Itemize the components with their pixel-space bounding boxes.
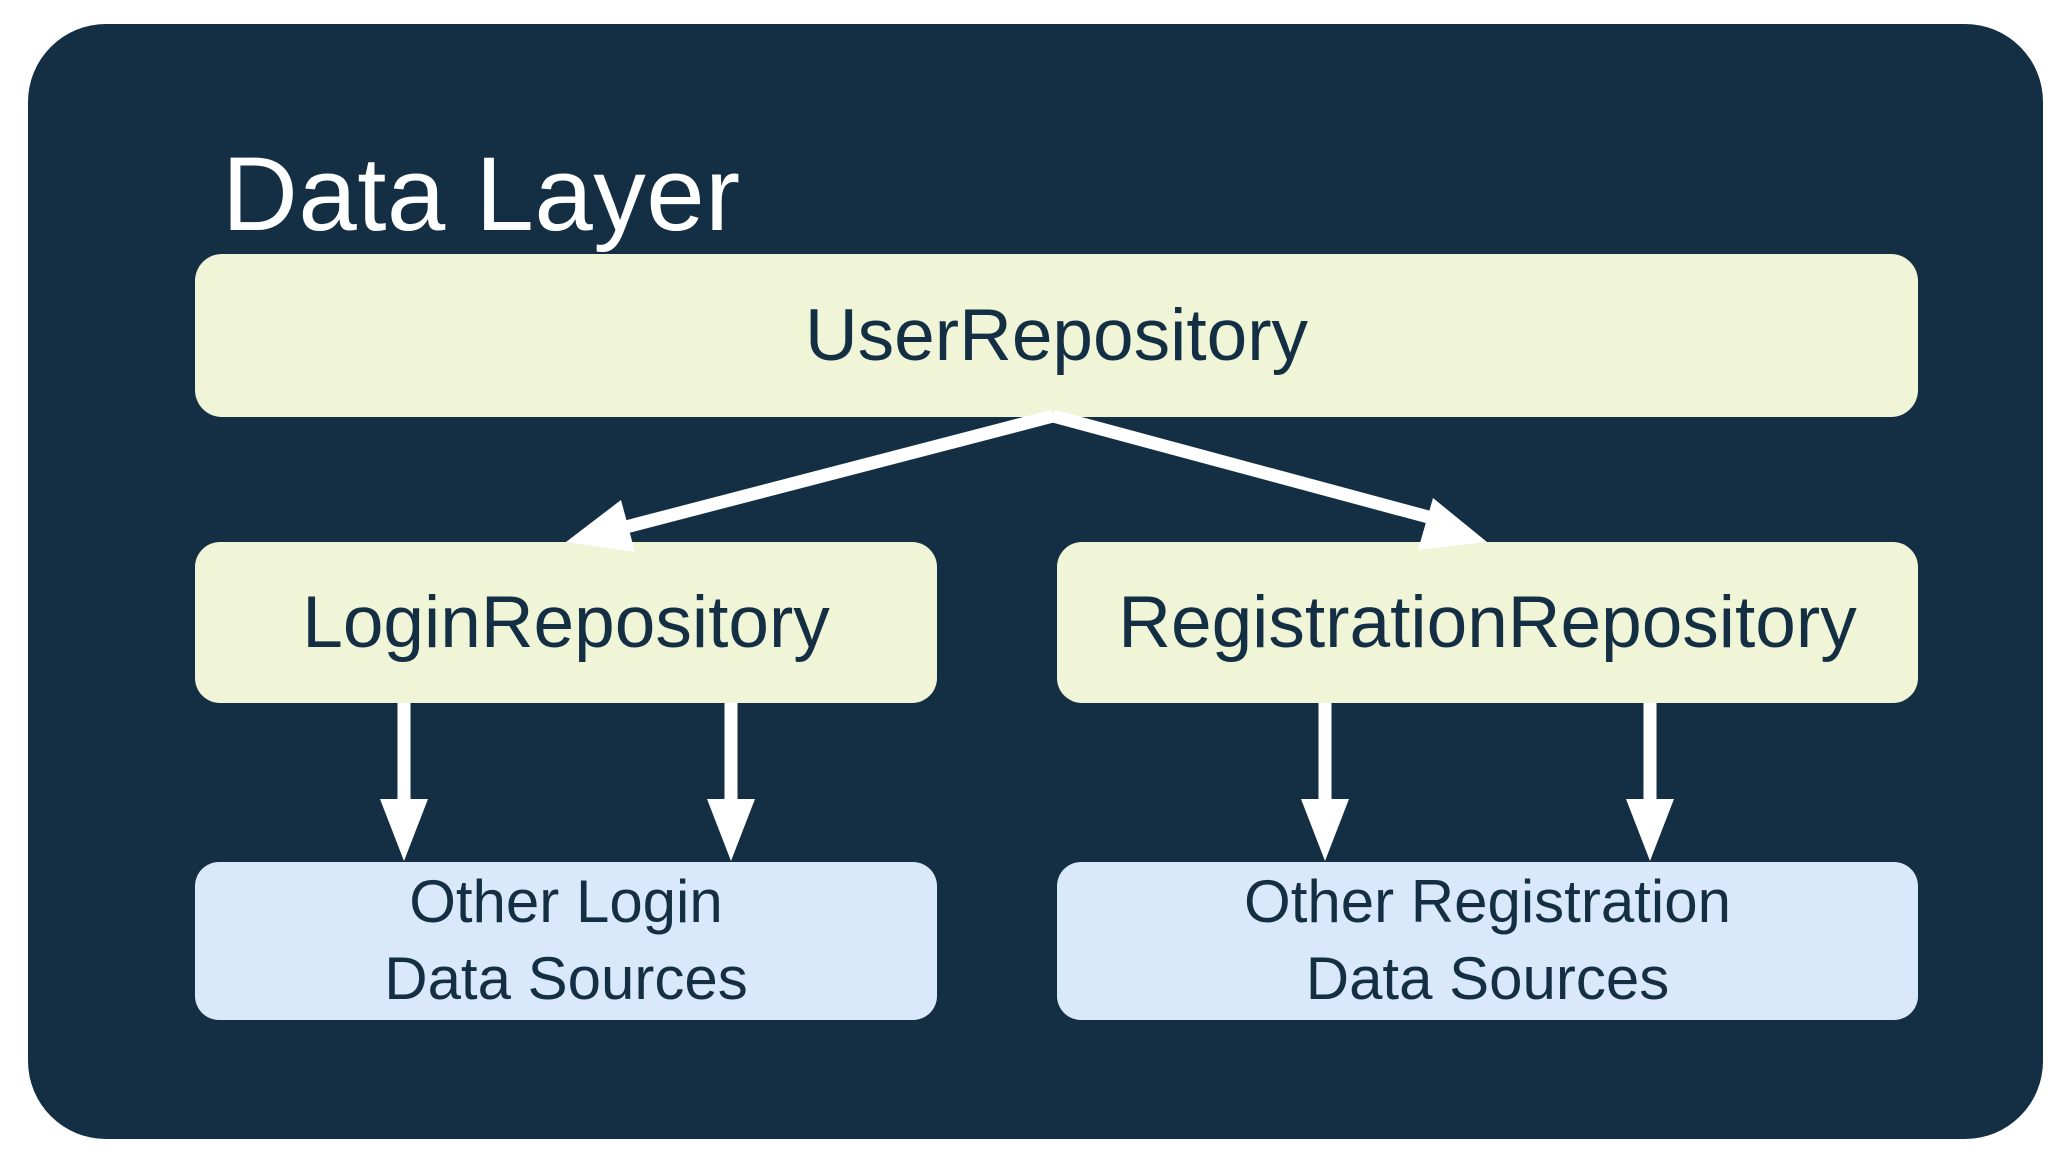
node-login-repository: LoginRepository bbox=[195, 542, 937, 703]
node-registration-repository-label: RegistrationRepository bbox=[1118, 582, 1857, 663]
node-other-login-data-sources: Other Login Data Sources bbox=[195, 862, 937, 1020]
node-user-repository-label: UserRepository bbox=[804, 295, 1309, 376]
node-other-login-data-sources-line1: Other Login bbox=[409, 868, 723, 936]
node-other-login-data-sources-line2: Data Sources bbox=[384, 945, 748, 1012]
node-registration-repository: RegistrationRepository bbox=[1057, 542, 1918, 703]
node-other-registration-data-sources: Other Registration Data Sources bbox=[1057, 862, 1918, 1020]
node-user-repository: UserRepository bbox=[195, 254, 1918, 417]
diagram-title: Data Layer bbox=[222, 136, 741, 253]
node-login-repository-label: LoginRepository bbox=[302, 582, 830, 663]
node-other-registration-data-sources-line1: Other Registration bbox=[1244, 868, 1731, 936]
node-other-registration-data-sources-line2: Data Sources bbox=[1305, 945, 1670, 1012]
